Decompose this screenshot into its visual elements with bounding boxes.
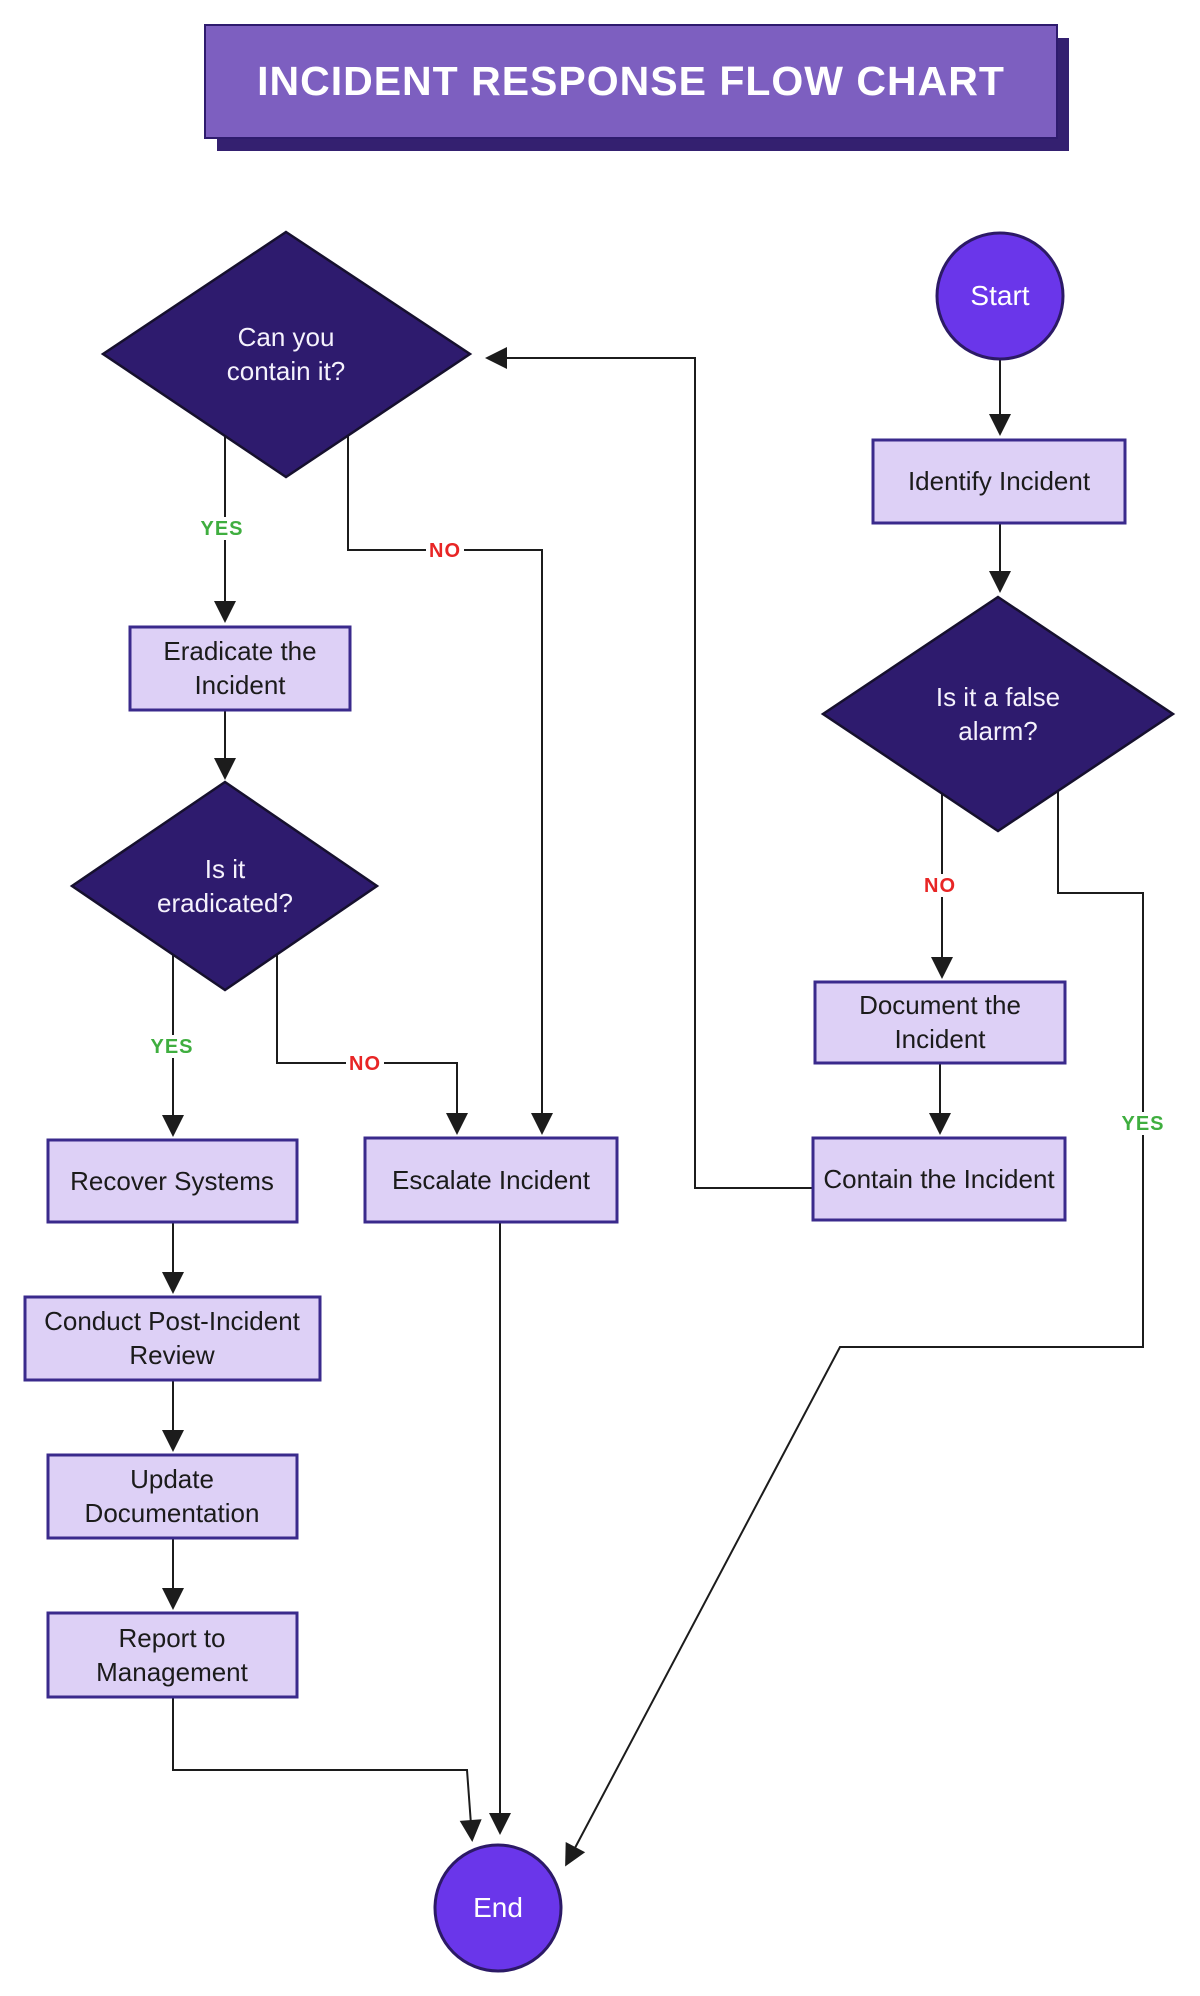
node-eradicate-incident-line1: Eradicate the [163,636,316,666]
node-update-documentation [46,1453,299,1540]
node-update-documentation-line2: Documentation [85,1498,260,1528]
node-contain-incident-label: Contain the Incident [823,1164,1055,1194]
page-title: INCIDENT RESPONSE FLOW CHART [257,58,1005,104]
node-identify-incident [871,438,1127,525]
node-post-incident-review [23,1295,322,1382]
decision-can-you-contain-line1: Can you [238,322,335,352]
node-start [935,231,1065,361]
node-recover-systems [46,1138,299,1224]
label-bg [921,874,959,897]
label-bg [149,1035,195,1058]
node-eradicate-incident [128,625,352,712]
label-no-false-alarm: NO [924,875,956,897]
decision-false-alarm-line2: alarm? [958,716,1037,746]
label-no-eradicated: NO [349,1053,381,1075]
node-document-incident [813,980,1067,1065]
node-start-label: Start [970,280,1029,311]
node-report-to-management-line1: Report to [119,1623,226,1653]
node-identify-incident-label: Identify Incident [908,466,1091,496]
decision-false-alarm [820,595,1176,833]
node-document-incident-line1: Document the [859,990,1021,1020]
label-bg [346,1052,384,1075]
node-end-label: End [473,1892,523,1923]
decision-is-it-eradicated-line2: eradicated? [157,888,293,918]
label-bg [1120,1112,1166,1135]
label-bg [426,539,464,562]
edge-contain-to-can-you-contain [485,347,813,1189]
node-escalate-incident [363,1136,619,1224]
node-update-documentation-line1: Update [130,1464,214,1494]
label-bg [199,517,245,540]
node-escalate-incident-label: Escalate Incident [392,1165,591,1195]
node-report-to-management-line2: Management [96,1657,249,1687]
decision-is-it-eradicated [69,780,380,992]
node-document-incident-line2: Incident [894,1024,986,1054]
edge-report-to-end [172,1697,482,1842]
edge-false-alarm-yes-to-end [565,791,1144,1867]
node-contain-incident [811,1136,1067,1222]
node-report-to-management [46,1611,299,1699]
label-yes-can-you-contain: YES [200,518,243,540]
node-end [433,1843,563,1973]
decision-can-you-contain-line2: contain it? [227,356,346,386]
node-recover-systems-label: Recover Systems [70,1166,274,1196]
title-banner [204,24,1058,139]
label-yes-false-alarm: YES [1121,1113,1164,1135]
node-eradicate-incident-line2: Incident [194,670,286,700]
node-post-incident-review-line2: Review [129,1340,214,1370]
label-yes-eradicated: YES [150,1036,193,1058]
decision-is-it-eradicated-line1: Is it [205,854,246,884]
decision-can-you-contain [100,230,473,479]
label-no-can-you-contain: NO [429,540,461,562]
decision-false-alarm-line1: Is it a false [936,682,1060,712]
edge-eradicated-no-to-escalate [276,954,468,1135]
node-post-incident-review-line1: Conduct Post-Incident [44,1306,301,1336]
